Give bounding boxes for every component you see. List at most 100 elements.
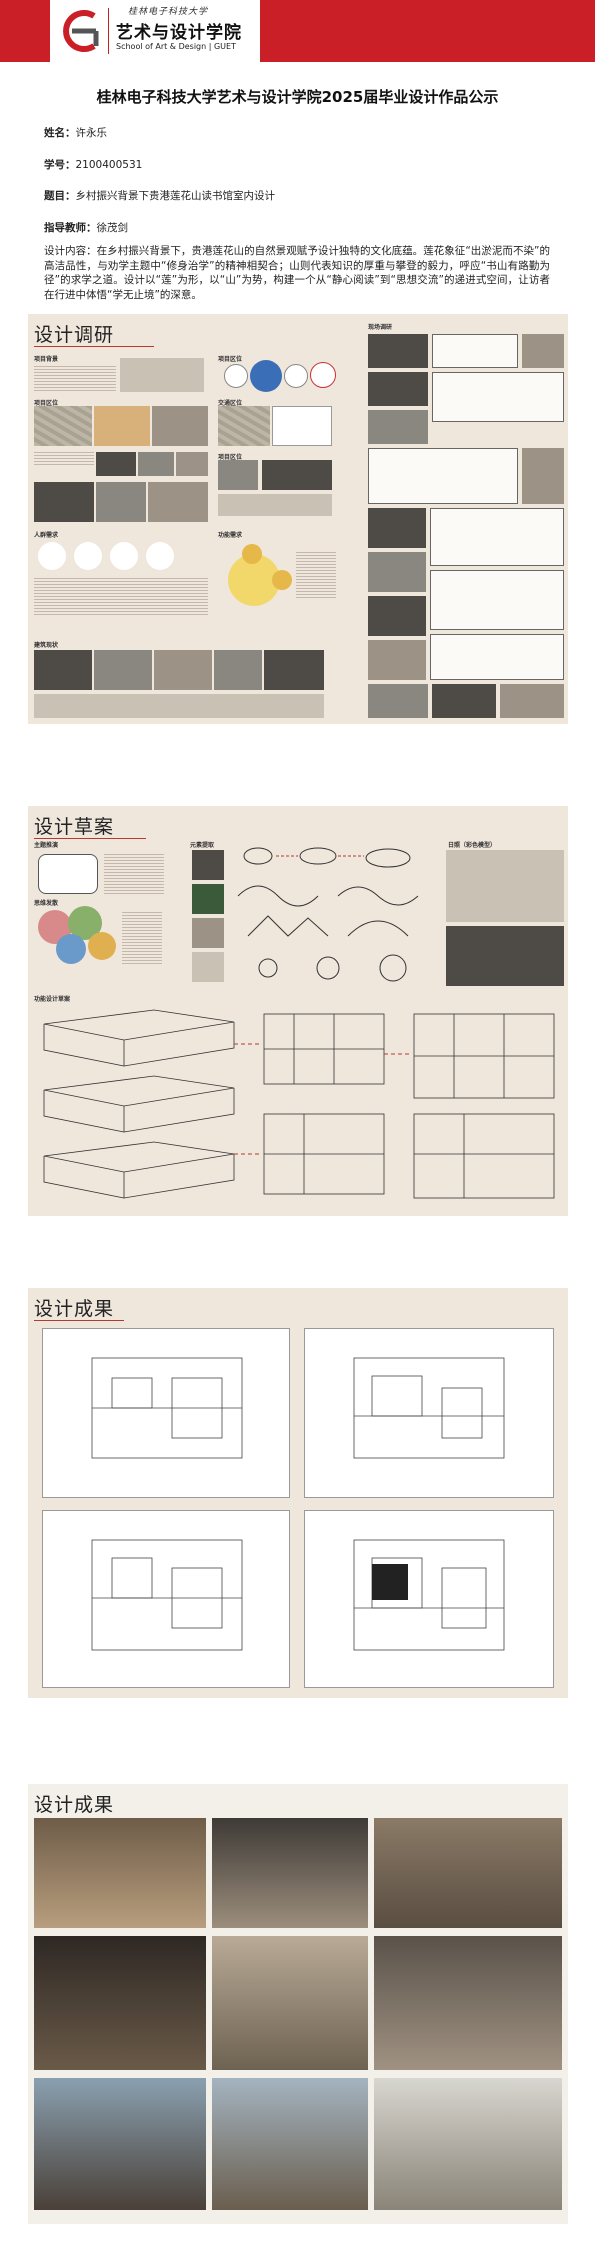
title-underline: [34, 838, 146, 839]
label-traffic: 交通区位: [218, 400, 243, 407]
floor-plan-2: [304, 1328, 554, 1498]
survey-photo-7: [368, 552, 426, 592]
sketch-board: 设计草案 主题推演 思维发散 元素提取 日照（彩色模型） 功能设计草案: [28, 806, 568, 1216]
map-region: [34, 406, 92, 446]
result-plans-board: 设计成果: [28, 1288, 568, 1698]
element-stone: [192, 952, 224, 982]
survey-plan-3: [368, 448, 518, 504]
label-function-draft: 功能设计草案: [34, 996, 71, 1003]
render-entrance: [34, 2078, 206, 2210]
map-aerial: [152, 406, 208, 446]
research-title: 设计调研: [34, 324, 115, 346]
design-description: 设计内容：在乡村振兴背景下，贵港莲花山的自然景观赋予设计独特的文化底蕴。莲花象征…: [44, 245, 550, 301]
render-reading-hall: [34, 1818, 206, 1928]
survey-photo-3: [368, 372, 428, 406]
crowd-icon-2: [74, 542, 102, 570]
photo-village-2: [262, 460, 332, 490]
mind-node-4: [88, 932, 116, 960]
sketch-title: 设计草案: [34, 816, 115, 838]
result-renders-title: 设计成果: [34, 1794, 115, 1816]
logo-emblem-icon: [63, 10, 99, 52]
survey-plan-2: [432, 372, 564, 422]
render-bookshelf: [212, 1936, 368, 2070]
map-traffic-1: [218, 406, 270, 446]
title-underline: [34, 346, 154, 347]
photo-building-2: [96, 482, 146, 522]
floor-plan-1: [42, 1328, 290, 1498]
survey-photo-5: [522, 448, 564, 504]
result-plans-title: 设计成果: [34, 1298, 115, 1320]
photo-building-3: [148, 482, 208, 522]
photo-village-1: [218, 460, 258, 490]
text-theme: [104, 852, 164, 894]
survey-photo-9: [368, 640, 426, 680]
survey-plan-6: [430, 634, 564, 680]
label-function: 功能需求: [218, 532, 243, 539]
info-advisor: 指导教师：徐茂剑: [44, 222, 128, 234]
photo-building-1: [34, 482, 94, 522]
map-site: [94, 406, 150, 446]
form-evolution-sketch: [237, 847, 419, 982]
map-circle-3: [284, 364, 308, 388]
element-lotus: [192, 850, 224, 880]
map-circle-4: [310, 362, 336, 388]
render-lounge: [374, 1818, 562, 1928]
text-location: [34, 450, 94, 466]
photo-site-2: [138, 452, 174, 476]
result-renders-board: 设计成果: [28, 1784, 568, 2224]
crowd-icon-4: [146, 542, 174, 570]
photo-status-4: [214, 650, 262, 690]
survey-photo-8: [368, 596, 426, 636]
theme-diagram: [38, 854, 98, 894]
info-name: 姓名：许永乐: [44, 127, 107, 139]
render-courtyard: [374, 2078, 562, 2210]
model-sunlight: [446, 850, 564, 922]
survey-photo-11: [432, 684, 496, 718]
map-circle-1: [224, 364, 248, 388]
survey-plan-4: [430, 508, 564, 566]
logo-english: School of Art & Design | GUET: [116, 42, 236, 51]
survey-photo-10: [368, 684, 428, 718]
photo-status-3: [154, 650, 212, 690]
render-meeting: [374, 1936, 562, 2070]
function-sketches: [43, 1009, 555, 1199]
label-survey: 现场调研: [368, 324, 393, 331]
title-underline: [34, 1320, 124, 1321]
mind-node-3: [56, 934, 86, 964]
survey-photo-1: [368, 334, 428, 368]
survey-photo-6: [368, 508, 426, 548]
label-location-3: 项目区位: [218, 454, 243, 461]
label-crowd: 人群需求: [34, 532, 59, 539]
floor-plan-drawings: [91, 1357, 505, 1651]
label-location-2: 项目区位: [218, 356, 243, 363]
label-location: 项目区位: [34, 400, 59, 407]
function-node-2: [272, 570, 292, 590]
info-topic: 题目：乡村振兴背景下贵港莲花山读书馆室内设计: [44, 190, 275, 202]
text-function: [296, 550, 336, 600]
survey-photo-12: [500, 684, 564, 718]
render-study-room: [212, 1818, 368, 1928]
logo-chinese-small: 桂林电子科技大学: [128, 7, 209, 17]
photo-status-2: [94, 650, 152, 690]
text-crowd: [34, 576, 208, 616]
render-terrace: [212, 2078, 368, 2210]
element-mountain: [192, 918, 224, 948]
survey-plan-5: [430, 570, 564, 630]
research-board: 设计调研 项目背景 项目区位 项目区位 交通区位 项目区位 人群需求 功能需求 …: [28, 314, 568, 724]
map-circle-2: [250, 360, 282, 392]
photo-status-strip: [34, 694, 324, 718]
text-project-bg: [34, 364, 116, 392]
page-title: 桂林电子科技大学艺术与设计学院2025届毕业设计作品公示: [96, 88, 499, 106]
crowd-icon-1: [38, 542, 66, 570]
survey-photo-4: [368, 410, 428, 444]
photo-status-1: [34, 650, 92, 690]
info-id: 学号：2100400531: [44, 159, 143, 171]
label-status: 建筑现状: [34, 642, 59, 649]
photo-status-5: [264, 650, 324, 690]
label-theme: 主题推演: [34, 842, 59, 849]
label-mind: 思维发散: [34, 900, 59, 907]
photo-site-3: [176, 452, 208, 476]
logo-chinese: 艺术与设计学院: [116, 23, 242, 43]
model-section: [446, 926, 564, 986]
crowd-icon-3: [110, 542, 138, 570]
